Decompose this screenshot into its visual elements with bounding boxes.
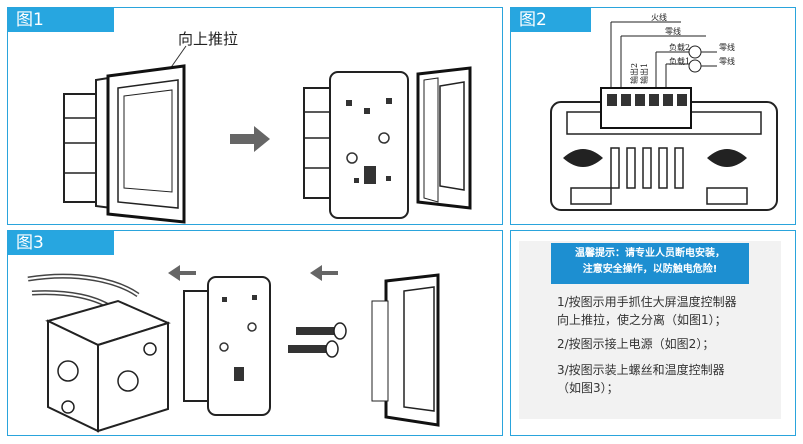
figure-3-illustration — [27, 265, 440, 433]
warning-line-2: 注意安全操作，以防触电危险! — [582, 264, 718, 275]
figure-1-illustration — [63, 45, 472, 224]
step-3-line-2: （如图3）； — [557, 381, 619, 395]
wire-label-output2: 输出2 — [629, 63, 639, 84]
step-2: 2/按图示接上电源（如图2）； — [557, 337, 715, 351]
step-1-line-1: 1/按图示用手抓住大屏温度控制器 — [557, 295, 737, 309]
figure-2-wiring-illustration: 火线 零线 负载2 零线 负载1 零线 输出2 输出1 — [550, 12, 778, 211]
figure-1-panel: 图1 向上推拉 — [7, 7, 503, 225]
figure-3-panel: 图3 — [7, 230, 503, 436]
instructions-panel: 温馨提示：请专业人员断电安装， 注意安全操作，以防触电危险! 1/按图示用手抓住… — [510, 230, 796, 436]
figure-1-caption: 向上推拉 — [178, 30, 239, 48]
wire-label-output1: 输出1 — [639, 63, 649, 84]
wire-label-neutral-1: 零线 — [665, 26, 681, 36]
wire-label-neutral-2: 零线 — [719, 42, 735, 52]
warning-line-1: 温馨提示：请专业人员断电安装， — [575, 248, 725, 259]
step-3-line-1: 3/按图示装上螺丝和温度控制器 — [557, 363, 725, 377]
figure-3-tag: 图3 — [8, 231, 114, 255]
wire-label-live: 火线 — [651, 12, 667, 22]
safety-warning-banner: 温馨提示：请专业人员断电安装， 注意安全操作，以防触电危险! — [551, 243, 749, 284]
step-1-line-2: 向上推拉，使之分离（如图1）； — [557, 313, 727, 327]
wire-label-neutral-3: 零线 — [719, 56, 735, 66]
figure-2-tag: 图2 — [511, 8, 591, 32]
wire-label-load2: 负载2 — [669, 42, 690, 52]
figure-1-tag: 图1 — [8, 8, 114, 32]
figure-2-panel: 图2 火线 零线 负载2 — [510, 7, 796, 225]
wire-label-load1: 负载1 — [669, 56, 690, 66]
